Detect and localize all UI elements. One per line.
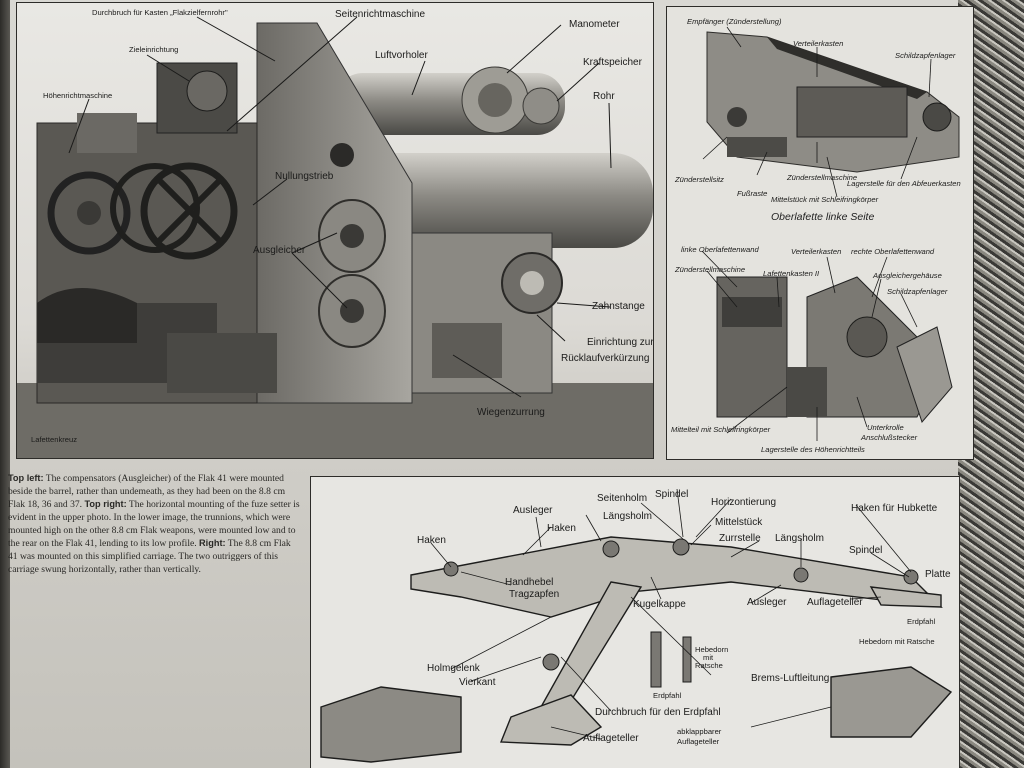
label-kraftspeicher: Kraftspeicher xyxy=(583,57,642,68)
label-mittelstueck: Mittelstück xyxy=(715,517,763,528)
photo-caption-text: Top left: The compensators (Ausgleicher)… xyxy=(8,472,300,576)
label-zurrstelle: Zurrstelle xyxy=(719,533,761,544)
label-ausleger-right: Ausleger xyxy=(747,597,787,608)
label-lafettenkasten: Lafettenkasten II xyxy=(763,269,820,278)
label-hebedorn-1: Hebedorn xyxy=(695,645,729,654)
label-spindel-top: Spindel xyxy=(655,489,689,500)
label-zieleinrichtung: Zieleinrichtung xyxy=(129,45,179,54)
label-lagerstelle-upper: Lagerstelle für den Abfeuerkasten xyxy=(847,179,961,188)
label-ausgleichergehaeuse: Ausgleichergehäuse xyxy=(873,271,942,280)
label-zuenderstellmaschine-upper: Zünderstellmaschine xyxy=(787,173,858,182)
gun-breech-illustration xyxy=(17,16,653,458)
label-durchbruch-erdpfahl: Durchbruch für den Erdpfahl xyxy=(595,707,721,718)
label-lagerstelle-lower: Lagerstelle des Höhenrichtteils xyxy=(761,445,865,454)
label-verteilerkasten-lower: Verteilerkasten xyxy=(791,247,842,256)
label-ausleger-top: Ausleger xyxy=(513,505,553,516)
label-rohr: Rohr xyxy=(593,91,615,102)
carriage-line-drawing xyxy=(320,488,953,763)
label-ausgleicher: Ausgleicher xyxy=(253,245,306,256)
label-anschlussstecker: Anschlußstecker xyxy=(861,433,918,442)
label-wiegenzurrung: Wiegenzurrung xyxy=(477,407,545,418)
label-mittelstueck-upper: Mittelstück mit Schleifringkörper xyxy=(771,195,879,204)
caption-top-right-label: Top right: xyxy=(84,499,127,509)
label-laengsholm-right: Längsholm xyxy=(775,533,824,544)
label-zahnstange: Zahnstange xyxy=(592,301,645,312)
label-empfaenger: Empfänger (Zünderstellung) xyxy=(687,17,782,26)
caption-top-left-label: Top left: xyxy=(8,473,44,483)
caption-right-label: Right: xyxy=(199,538,226,548)
label-haken-left: Haken xyxy=(417,535,446,546)
label-haken-fuer-hubkette: Haken für Hubkette xyxy=(851,503,938,514)
label-abklappbarer-2: Auflageteller xyxy=(677,737,720,746)
label-hebedorn-2: mit xyxy=(703,653,714,662)
label-unterkrolle: Unterkrolle xyxy=(867,423,904,432)
label-auflageteller-bottom: Auflageteller xyxy=(583,733,639,744)
label-hebedorn-right: Hebedorn mit Ratsche xyxy=(859,637,935,646)
carriage-diagram: Seitenholm Spindel Horizontierung Haken … xyxy=(310,476,960,768)
label-manometer: Manometer xyxy=(569,19,620,30)
label-schildzapfenlager-upper: Schildzapfenlager xyxy=(895,51,956,60)
label-linke-wand: linke Oberlafettenwand xyxy=(681,245,759,254)
label-mittelteil: Mittelteil mit Schleifringkörper xyxy=(671,425,771,434)
label-durchbruch: Durchbruch für Kasten „Flakzielfernrohr" xyxy=(92,8,228,17)
label-rechte-wand: rechte Oberlafettenwand xyxy=(851,247,935,256)
caption-right-text: The 8.8 cm Flak 41 was mounted on this s… xyxy=(8,538,291,575)
label-spindel-right: Spindel xyxy=(849,545,883,556)
label-holmgelenk: Holmgelenk xyxy=(427,663,480,674)
label-schildzapfenlager-lower: Schildzapfenlager xyxy=(887,287,948,296)
label-tragzapfen: Tragzapfen xyxy=(509,589,560,600)
label-luftvorholer: Luftvorholer xyxy=(375,50,428,61)
label-auflageteller-right: Auflageteller xyxy=(807,597,863,608)
label-brems-luftleitung: Brems-Luftleitung xyxy=(751,673,830,684)
label-einrichtung-1: Einrichtung zur xyxy=(587,337,654,348)
label-haken-mid: Haken xyxy=(547,523,576,534)
photo-gun-breech: Durchbruch für Kasten „Flakzielfernrohr"… xyxy=(16,2,654,459)
label-hebedorn-3: Ratsche xyxy=(695,661,723,670)
label-verteilerkasten-upper: Verteilerkasten xyxy=(793,39,844,48)
label-hoehenrichtmaschine: Höhenrichtmaschine xyxy=(43,91,113,100)
caption-top-left-text: The compensators (Ausgleicher) of the Fl… xyxy=(8,473,286,510)
upper-carriage-illustration xyxy=(701,26,960,441)
label-fussraste: Fußraste xyxy=(737,189,768,198)
label-lafettenkreuz: Lafettenkreuz xyxy=(31,435,78,444)
label-seitenrichtmaschine: Seitenrichtmaschine xyxy=(335,9,426,20)
label-platte: Platte xyxy=(925,569,951,580)
label-laengsholm-mid: Längsholm xyxy=(603,511,652,522)
label-handhebel: Handhebel xyxy=(505,577,554,588)
photo-upper-carriage: Empfänger (Zünderstellung) Verteilerkast… xyxy=(666,6,974,460)
label-seitenholm: Seitenholm xyxy=(597,493,648,504)
label-erdpfahl: Erdpfahl xyxy=(653,691,682,700)
label-kugelkappe: Kugelkappe xyxy=(633,599,686,610)
label-vierkant: Vierkant xyxy=(459,677,496,688)
caption-top-right-text: The horizontal mounting of the fuze sett… xyxy=(8,499,300,549)
label-zuenderstellmaschine-lower: Zünderstellmaschine xyxy=(675,265,746,274)
label-abklappbarer-1: abklappbarer xyxy=(677,727,722,736)
label-einrichtung-2: Rücklaufverkürzung xyxy=(561,353,650,364)
label-horizontierung: Horizontierung xyxy=(711,497,777,508)
label-erdpfahl-right: Erdpfahl xyxy=(907,617,936,626)
label-nullungstrieb: Nullungstrieb xyxy=(275,171,334,182)
label-zuenderstellsitz: Zünderstellsitz xyxy=(675,175,724,184)
upper-photo-caption: Oberlafette linke Seite xyxy=(771,211,875,223)
